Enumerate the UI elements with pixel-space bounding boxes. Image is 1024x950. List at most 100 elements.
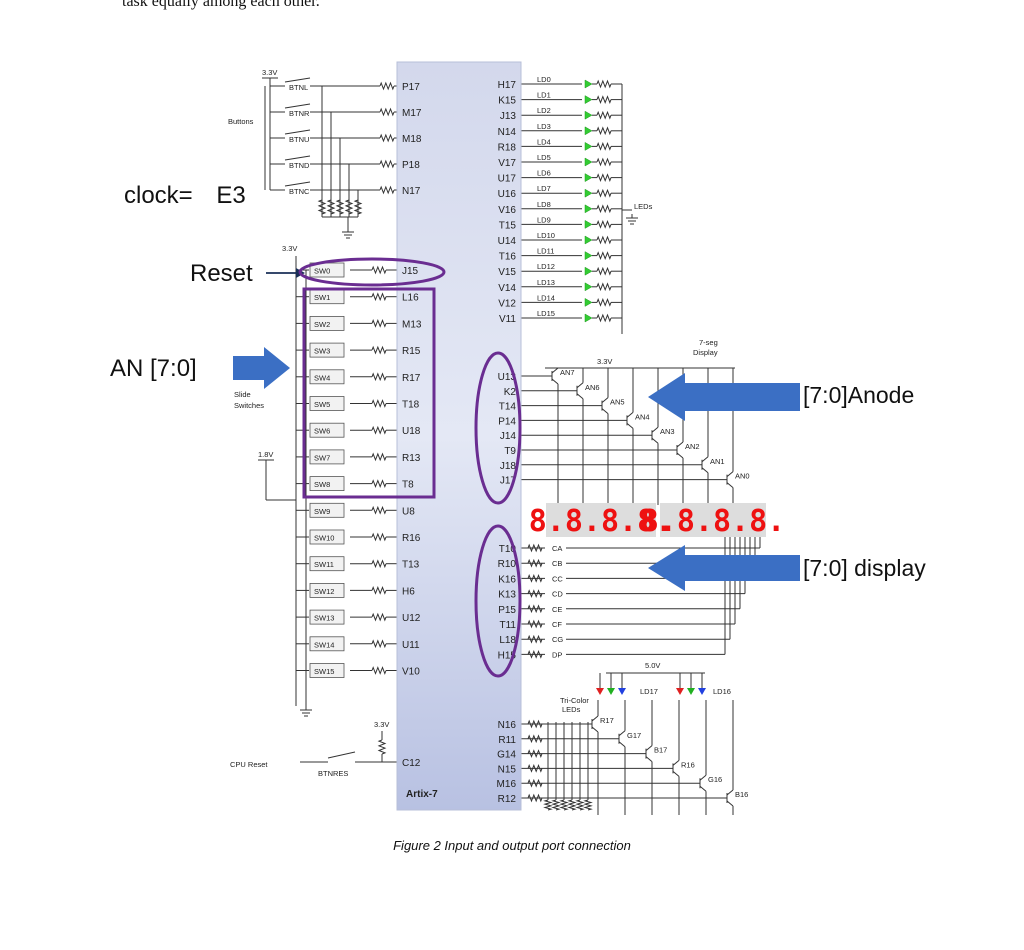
button-contact <box>284 129 311 135</box>
resistor <box>527 604 543 614</box>
resistor <box>527 778 543 788</box>
switch-name-9: SW9 <box>314 507 330 516</box>
button-name-3: BTND <box>289 161 310 170</box>
resistor <box>596 173 612 182</box>
switch-pin-8: T8 <box>402 480 414 491</box>
switch-name-15: SW15 <box>314 667 334 676</box>
resistor <box>371 319 387 328</box>
led-pin-0: H17 <box>498 80 517 91</box>
resistor <box>371 372 387 382</box>
switches-label-2: Switches <box>234 401 264 410</box>
led-pin-10: U14 <box>498 236 517 247</box>
led-diode-5 <box>584 157 593 167</box>
resistor <box>527 793 543 803</box>
ld17-led-2 <box>618 688 626 695</box>
resistor <box>371 639 387 649</box>
resistor <box>596 282 612 292</box>
transistor <box>618 741 626 748</box>
resistor <box>371 425 387 435</box>
led-pin-4: R18 <box>498 142 517 153</box>
led-diode-6 <box>584 173 593 183</box>
reset-annotation: Reset <box>190 260 253 287</box>
resistor <box>371 532 387 542</box>
led-diode-14 <box>584 297 593 307</box>
switch-name-11: SW11 <box>314 560 334 569</box>
anode-pin-2: T14 <box>499 402 517 413</box>
led-pin-1: K15 <box>498 96 516 107</box>
resistor <box>527 574 543 583</box>
pulldown-resistor <box>326 199 336 215</box>
led-name-9: LD9 <box>537 215 551 224</box>
figure-caption: Figure 2 Input and output port connectio… <box>393 838 631 853</box>
c12-pin: C12 <box>402 758 421 769</box>
cpu-reset-supply-label: 3.3V <box>374 720 389 729</box>
led-pin-11: T16 <box>499 252 517 263</box>
cpu-reset-label: CPU Reset <box>230 760 268 769</box>
led-pin-8: V16 <box>498 205 516 216</box>
led-pin-2: J13 <box>500 111 517 122</box>
switch-body <box>309 476 345 492</box>
resistor <box>596 95 612 104</box>
anode-name-1: AN6 <box>585 383 600 392</box>
switch-body <box>309 529 345 545</box>
resistor <box>596 79 612 89</box>
voltage-1v8-label: 1.8V <box>258 450 273 459</box>
cathode-pin-7: H15 <box>498 650 517 661</box>
transistor <box>591 726 599 733</box>
clock-annotation: clock= <box>124 182 193 209</box>
button-pin-1: M17 <box>402 108 422 119</box>
led-name-0: LD0 <box>537 75 551 84</box>
transistor <box>591 715 599 722</box>
cathode-name-2: CC <box>552 574 563 583</box>
led-name-8: LD8 <box>537 200 551 209</box>
button-contact <box>284 103 311 109</box>
switch-name-0: SW0 <box>314 267 330 276</box>
led-diode-3 <box>584 126 593 136</box>
button-contact <box>284 155 311 161</box>
led-diode-11 <box>584 251 593 261</box>
rgb-pin-4: M16 <box>497 779 517 790</box>
switch-name-4: SW4 <box>314 373 330 382</box>
ld17-led-0 <box>596 688 604 695</box>
led-diode-4 <box>584 141 593 151</box>
resistor <box>596 298 612 307</box>
cathode-pins-outline <box>474 524 522 678</box>
led-pin-7: U16 <box>498 189 517 200</box>
anode-name-7: AN0 <box>735 472 750 481</box>
switch-body <box>309 663 345 678</box>
anode-name-4: AN3 <box>660 427 675 436</box>
resistor <box>527 764 543 773</box>
rgb-pull-resistor <box>543 799 553 811</box>
display-arrow <box>648 545 800 591</box>
resistor <box>527 634 543 644</box>
resistor <box>379 133 395 143</box>
cathode-pin-6: L18 <box>499 635 516 646</box>
an-switch-outline <box>302 287 436 499</box>
cathode-name-4: CE <box>552 605 562 614</box>
resistor <box>371 559 387 569</box>
resistor <box>527 749 543 758</box>
rgb-pin-1: R11 <box>498 735 516 746</box>
anode-arrow <box>648 373 800 421</box>
switch-pin-11: T13 <box>402 560 420 571</box>
led-diode-1 <box>584 95 593 105</box>
switch-pin-15: V10 <box>402 667 420 678</box>
anode-name-5: AN2 <box>685 442 700 451</box>
switch-name-10: SW10 <box>314 534 334 543</box>
button-contact <box>327 751 356 759</box>
pulldown-resistor <box>335 199 345 215</box>
anode-pin-7: J17 <box>500 476 517 487</box>
led-name-14: LD14 <box>537 293 555 302</box>
rgb-name-4: G16 <box>708 775 722 784</box>
resistor <box>379 185 395 195</box>
button-pin-2: M18 <box>402 134 422 145</box>
voltage-3v3-label: 3.3V <box>262 68 277 77</box>
led-diode-15 <box>584 313 593 323</box>
transistor <box>726 471 734 477</box>
rgb-pull-resistor <box>551 799 561 811</box>
switch-name-14: SW14 <box>314 640 334 649</box>
led-diode-8 <box>584 204 593 214</box>
led-diode-12 <box>584 266 593 276</box>
switch-pin-12: H6 <box>402 586 415 597</box>
transistor <box>701 467 709 474</box>
